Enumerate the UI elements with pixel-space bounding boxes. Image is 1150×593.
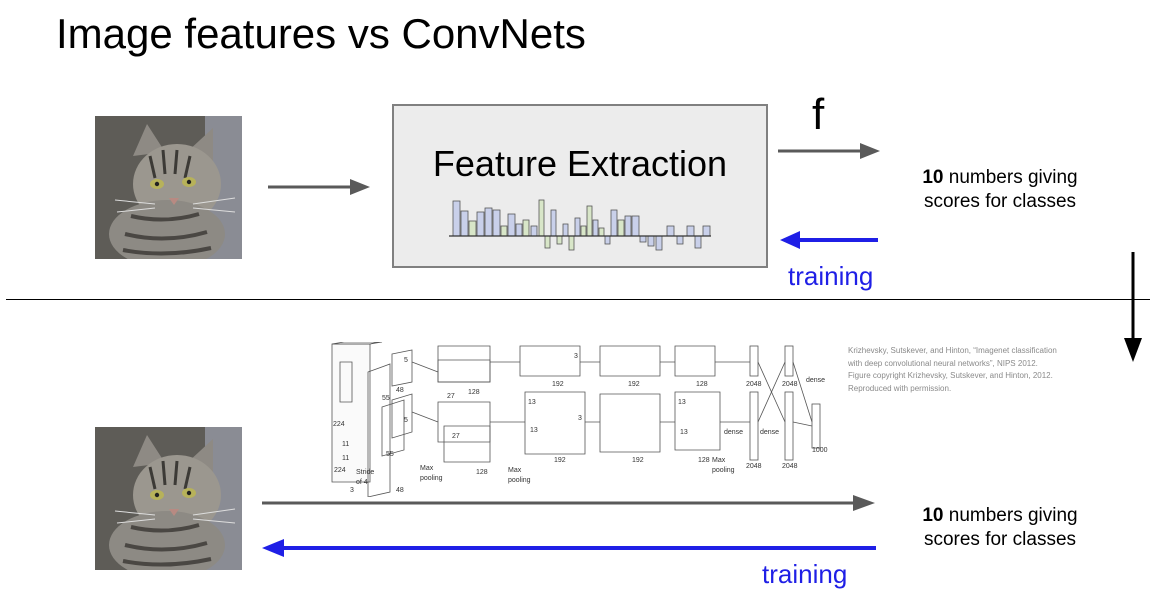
- arrow-down-divider: [1124, 252, 1142, 362]
- arrow-training-bottom: [262, 539, 876, 557]
- training-label-top: training: [788, 261, 874, 291]
- alexnet-label: 11: [342, 441, 349, 448]
- citation-line: Figure copyright Krizhevsky, Sutskever, …: [848, 371, 1053, 380]
- alexnet-label: 27: [447, 393, 455, 400]
- scores-text-top: numbers giving: [943, 167, 1078, 188]
- alexnet-label: Max: [712, 457, 726, 464]
- citation-line: with deep convolutional neural networks”…: [848, 358, 1038, 368]
- alexnet-label: Max: [508, 467, 522, 474]
- alexnet-label: 224: [333, 421, 345, 428]
- function-f-label: f: [812, 90, 825, 139]
- alexnet-label: 3: [578, 415, 582, 422]
- alexnet-label: 2048: [746, 463, 762, 470]
- alexnet-label: 5: [404, 417, 408, 424]
- scores-text-top-line2: scores for classes: [923, 191, 1077, 212]
- alexnet-label: pooling: [712, 467, 735, 474]
- alexnet-label: 128: [468, 389, 480, 396]
- scores-output-bottom: 10 numbers giving scores for classes: [887, 504, 1113, 552]
- alexnet-label: 192: [552, 381, 564, 388]
- alexnet-label: 5: [404, 357, 408, 364]
- scores-text-bottom-line2: scores for classes: [923, 529, 1077, 550]
- arrow-image-to-scores: [262, 495, 875, 511]
- alexnet-label: 2048: [782, 381, 798, 388]
- alexnet-label: 192: [632, 457, 644, 464]
- scores-text-bottom: numbers giving: [943, 505, 1078, 526]
- feature-histogram-icon: [449, 199, 711, 251]
- alexnet-label: 3: [350, 487, 354, 494]
- feature-extraction-label: Feature Extraction: [432, 143, 728, 184]
- citation-text: Krizhevsky, Sutskever, and Hinton, “Imag…: [848, 345, 1108, 395]
- alexnet-label: 13: [528, 399, 536, 406]
- alexnet-label: 27: [452, 433, 460, 440]
- cat-image-top: [95, 116, 242, 259]
- alexnet-label: 11: [342, 455, 349, 462]
- arrow-image-to-features: [268, 179, 370, 195]
- section-divider: [6, 299, 1150, 300]
- alexnet-label: of 4: [356, 479, 368, 486]
- alexnet-label: Max: [420, 465, 434, 472]
- alexnet-label: 55: [386, 451, 394, 458]
- alexnet-label: 192: [554, 457, 566, 464]
- alexnet-label: 128: [698, 457, 710, 464]
- alexnet-architecture-diagram: 224 224 3 11 11 Stride of 4 55 55 48 48 …: [331, 342, 828, 497]
- alexnet-label: pooling: [420, 475, 443, 482]
- alexnet-label: dense: [724, 429, 743, 436]
- slide-title: Image features vs ConvNets: [56, 10, 586, 57]
- training-label-bottom: training: [762, 559, 848, 589]
- alexnet-label: 128: [696, 381, 708, 388]
- alexnet-label: 128: [476, 469, 488, 476]
- alexnet-label: Stride: [356, 469, 374, 476]
- alexnet-label: 3: [574, 353, 578, 360]
- alexnet-label: 13: [678, 399, 686, 406]
- citation-line: Krizhevsky, Sutskever, and Hinton, “Imag…: [848, 346, 1057, 355]
- alexnet-label: 1000: [812, 447, 828, 454]
- arrow-training-top: [780, 231, 878, 249]
- alexnet-label: 13: [680, 429, 688, 436]
- scores-count-bottom: 10: [922, 505, 944, 526]
- citation-line: Reproduced with permission.: [848, 383, 952, 393]
- alexnet-label: dense: [806, 377, 825, 384]
- arrow-features-to-scores: [778, 143, 880, 159]
- alexnet-label: 48: [396, 387, 404, 394]
- alexnet-label: 224: [334, 467, 346, 474]
- alexnet-label: 55: [382, 395, 390, 402]
- alexnet-label: 2048: [746, 381, 762, 388]
- alexnet-label: 2048: [782, 463, 798, 470]
- alexnet-label: dense: [760, 429, 779, 436]
- alexnet-label: 48: [396, 487, 404, 494]
- alexnet-label: pooling: [508, 477, 531, 484]
- cat-image-bottom: [95, 427, 242, 570]
- scores-output-top: 10 numbers giving scores for classes: [887, 166, 1113, 214]
- alexnet-label: 13: [530, 427, 538, 434]
- alexnet-label: 192: [628, 381, 640, 388]
- scores-count-top: 10: [922, 167, 944, 188]
- feature-extraction-box: Feature Extraction: [392, 104, 768, 268]
